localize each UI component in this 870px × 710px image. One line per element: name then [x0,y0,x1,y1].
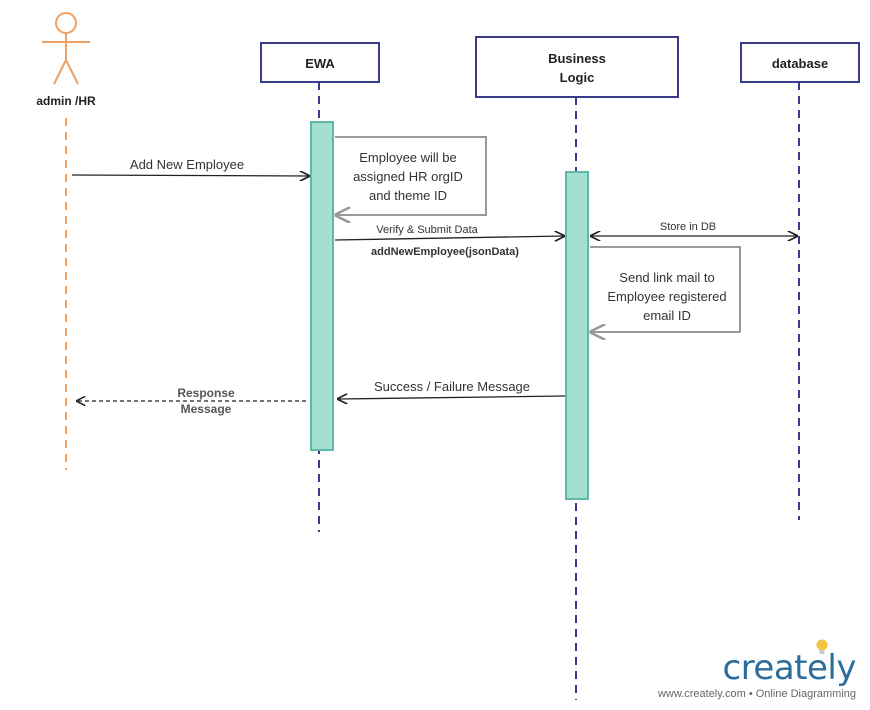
participant-database[interactable]: database [740,42,860,83]
message-store-in-db[interactable]: Store in DB [591,221,797,236]
activation-business-logic[interactable] [565,171,589,500]
self-message-ewa[interactable]: Employee will be assigned HR orgID and t… [335,136,487,215]
message-response-line2: Message [181,402,232,416]
self-message-business-logic[interactable]: Send link mail to Employee registered em… [590,246,741,332]
self-message-ewa-line2: assigned HR orgID [353,169,463,184]
self-message-ewa-line1: Employee will be [359,150,457,165]
message-success-failure[interactable]: Success / Failure Message [338,379,566,399]
participant-business-logic[interactable]: Business Logic [475,36,679,98]
message-add-new-employee-label: Add New Employee [130,157,244,172]
message-success-failure-arrow [338,396,566,399]
participant-database-label: database [772,56,828,71]
participant-business-label-line2: Logic [560,70,595,85]
message-response-line1: Response [177,386,235,400]
self-message-business-logic-arrow [590,246,741,332]
creately-tagline: www.creately.com • Online Diagramming [657,688,856,700]
creately-logo: creately [722,648,857,688]
creately-branding[interactable]: creately www.creately.com • Online Diagr… [657,648,857,700]
participant-ewa[interactable]: EWA [260,42,380,83]
message-add-new-employee[interactable]: Add New Employee [71,157,309,176]
activation-ewa[interactable] [310,121,334,451]
message-add-new-employee-call: addNewEmployee(jsonData) [371,246,519,258]
actor-left-leg [53,59,67,85]
message-verify-submit[interactable]: Verify & Submit Data addNewEmployee(json… [334,224,564,258]
message-verify-submit-label: Verify & Submit Data [376,224,478,236]
self-message-business-logic-line3: email ID [643,308,691,323]
self-message-ewa-arrow [335,136,487,215]
self-message-business-logic-line2: Employee registered [607,289,726,304]
actor-label: admin /HR [36,94,96,108]
participant-ewa-box [260,42,380,83]
message-store-in-db-label: Store in DB [660,221,716,233]
message-success-failure-label: Success / Failure Message [374,379,530,394]
actor-right-leg [65,59,79,85]
lightbulb-icon [816,639,828,654]
self-message-business-logic-line1: Send link mail to [619,270,714,285]
self-message-ewa-line3: and theme ID [369,188,447,203]
message-verify-submit-arrow [334,236,564,240]
actor-admin-hr[interactable]: admin /HR [36,12,96,108]
participant-ewa-label: EWA [305,56,335,71]
actor-head [55,12,77,34]
message-add-new-employee-arrow [71,175,309,176]
participant-business-logic-box [475,36,679,98]
participant-business-label-line1: Business [548,51,606,66]
message-response[interactable]: Response Message [77,386,306,416]
